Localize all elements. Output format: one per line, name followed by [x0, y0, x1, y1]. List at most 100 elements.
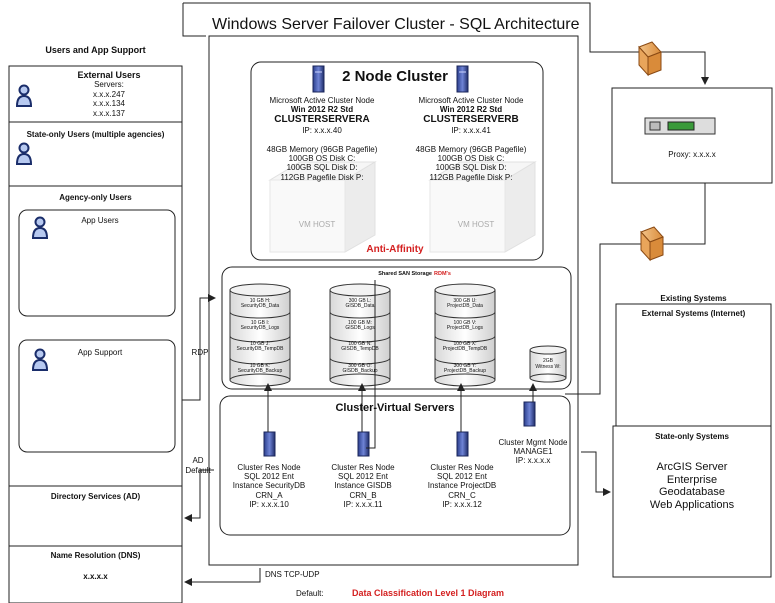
proxy-label: Proxy: x.x.x.x	[668, 150, 716, 159]
user-icon-external	[15, 84, 33, 107]
san-title-suffix: RDM's	[434, 271, 451, 277]
node-line: CRN_A	[255, 490, 283, 500]
disk-label: GISDB_Logs	[345, 324, 375, 331]
vm-host-b-icon	[428, 161, 537, 253]
node-os: Win 2012 R2 Std	[439, 105, 503, 115]
node-ip: IP: x.x.x.41	[451, 125, 491, 135]
system-line: Enterprise	[666, 473, 718, 486]
server-ip: x.x.x.137	[92, 108, 125, 118]
crn-a-node: Cluster Res Node SQL 2012 Ent Instance S…	[228, 463, 310, 509]
external-connector	[565, 183, 706, 395]
title-frame-left	[182, 3, 206, 37]
disk-label: Witness W:	[535, 363, 561, 370]
user-icon-app-support	[31, 348, 49, 371]
disk-stack-security-icon	[229, 283, 291, 387]
disk-label: 300 GB Y:	[453, 362, 477, 369]
ad-label: AD	[192, 456, 204, 465]
node-spec: 48GB Memory (96GB Pagefile)	[415, 145, 527, 155]
disk-label: GISDB_Backup	[342, 367, 378, 374]
server-icon-cluster-a	[312, 65, 325, 93]
server-icon-cluster-b	[456, 65, 469, 93]
external-systems-box	[615, 303, 772, 427]
app-support-label: App Support	[77, 348, 123, 357]
crn-c-node: Cluster Res Node SQL 2012 Ent Instance P…	[418, 463, 506, 509]
state-only-systems-list: ArcGIS Server Enterprise Geodatabase Web…	[613, 461, 771, 512]
node-line: IP: x.x.x.12	[442, 499, 482, 509]
system-line: Web Applications	[649, 498, 735, 511]
node-line: Cluster Mgmt Node	[498, 438, 568, 447]
disk-label: 100 GB X:	[453, 341, 477, 347]
node-line: Instance SecurityDB	[232, 481, 306, 491]
cluster-node-b: Microsoft Active Cluster Node Win 2012 R…	[402, 96, 540, 182]
manage1-node: Cluster Mgmt Node MANAGE1 IP: x.x.x.x	[490, 438, 576, 466]
node-line: SQL 2012 Ent	[244, 472, 294, 482]
node-line: IP: x.x.x.x	[515, 456, 551, 466]
external-users-title: External Users	[77, 70, 141, 80]
state-only-users-box	[8, 121, 183, 187]
server-ip: x.x.x.134	[92, 99, 125, 109]
state-only-systems-title: State-only Systems	[655, 432, 729, 441]
cluster-node-a: Microsoft Active Cluster Node Win 2012 R…	[253, 96, 391, 182]
user-icon-state	[15, 142, 33, 165]
node-spec: 100GB SQL Disk D:	[435, 163, 507, 173]
system-line: ArcGIS Server	[656, 461, 728, 473]
disk-label: 100 GB V:	[453, 319, 477, 326]
disk-label: SecurityDB_Logs	[240, 324, 280, 331]
cluster-title: 2 Node Cluster	[342, 68, 448, 85]
name-resolution-title: Name Resolution (DNS)	[50, 551, 141, 560]
disk-stack-gis-labels: 300 GB L:GISDB_Data 100 GB M:GISDB_Logs …	[328, 298, 392, 374]
disk-label: SecurityDB_TempDB	[236, 346, 284, 353]
users-app-support-header: Users and App Support	[45, 45, 146, 55]
server-icon-crn-a	[263, 431, 276, 457]
proxy-server-icon	[644, 117, 716, 135]
disk-label: ProjectDB_Logs	[446, 324, 484, 331]
disk-label: 300 GB L:	[348, 298, 372, 304]
server-icon-crn-b	[357, 431, 370, 457]
disk-label: ProjectDB_Backup	[444, 367, 486, 374]
directory-services-box	[8, 485, 183, 547]
vm-host-label-b: VM HOST	[457, 220, 495, 229]
disk-label: 10 GB J:	[250, 341, 270, 347]
servers-label: Servers:	[94, 80, 124, 89]
dns-ip: x.x.x.x	[83, 572, 108, 581]
node-line: CRN_B	[349, 490, 377, 500]
disk-label: ProjectDB_TempDB	[442, 346, 488, 353]
disk-label: 10 GB K:	[249, 362, 271, 369]
disk-label: GISDB_TempDB	[341, 346, 379, 353]
vm-host-a-icon	[268, 161, 377, 253]
agency-only-users-title: Agency-only Users	[59, 193, 132, 202]
app-support-box	[18, 339, 176, 453]
disk-label: 2GB	[542, 358, 553, 364]
disk-label: 10 GB H:	[249, 298, 271, 304]
disk-label: GISDB_Data	[345, 303, 375, 310]
state-only-systems-box	[612, 425, 772, 578]
node-name: CLUSTERSERVERB	[423, 114, 519, 126]
app-users-label: App Users	[81, 216, 119, 225]
name-resolution-box	[8, 545, 183, 603]
node-line: Cluster Res Node	[331, 463, 395, 472]
node-role: Microsoft Active Cluster Node	[418, 96, 524, 105]
dns-label: DNS TCP-UDP	[265, 570, 320, 579]
node-line: Cluster Res Node	[430, 463, 494, 472]
rdp-connector	[182, 294, 216, 401]
server-icon-crn-c	[456, 431, 469, 457]
title-frame-top	[183, 2, 591, 36]
node-name: CLUSTERSERVERA	[274, 114, 370, 126]
node-spec: 112GB Pagefile Disk P:	[429, 172, 513, 182]
node-line: Instance ProjectDB	[427, 481, 497, 491]
server-icon-manage1	[523, 401, 536, 427]
disk-label: SecurityDB_Backup	[237, 367, 283, 374]
node-line: CRN_C	[448, 490, 476, 500]
disk-label: 100 GB M:	[348, 319, 372, 326]
existing-systems-header: Existing Systems	[660, 294, 727, 303]
node-line: MANAGE1	[513, 447, 553, 457]
node-role: Microsoft Active Cluster Node	[269, 96, 375, 105]
node-spec: 48GB Memory (96GB Pagefile)	[266, 145, 378, 155]
witness-disk-icon	[529, 345, 567, 383]
footer-caption: Data Classification Level 1 Diagram	[352, 588, 505, 598]
system-line: Geodatabase	[658, 486, 726, 499]
anti-affinity-label: Anti-Affinity	[366, 244, 424, 255]
disk-stack-security-labels: 10 GB H:SecurityDB_Data 10 GB I:Security…	[228, 298, 292, 374]
